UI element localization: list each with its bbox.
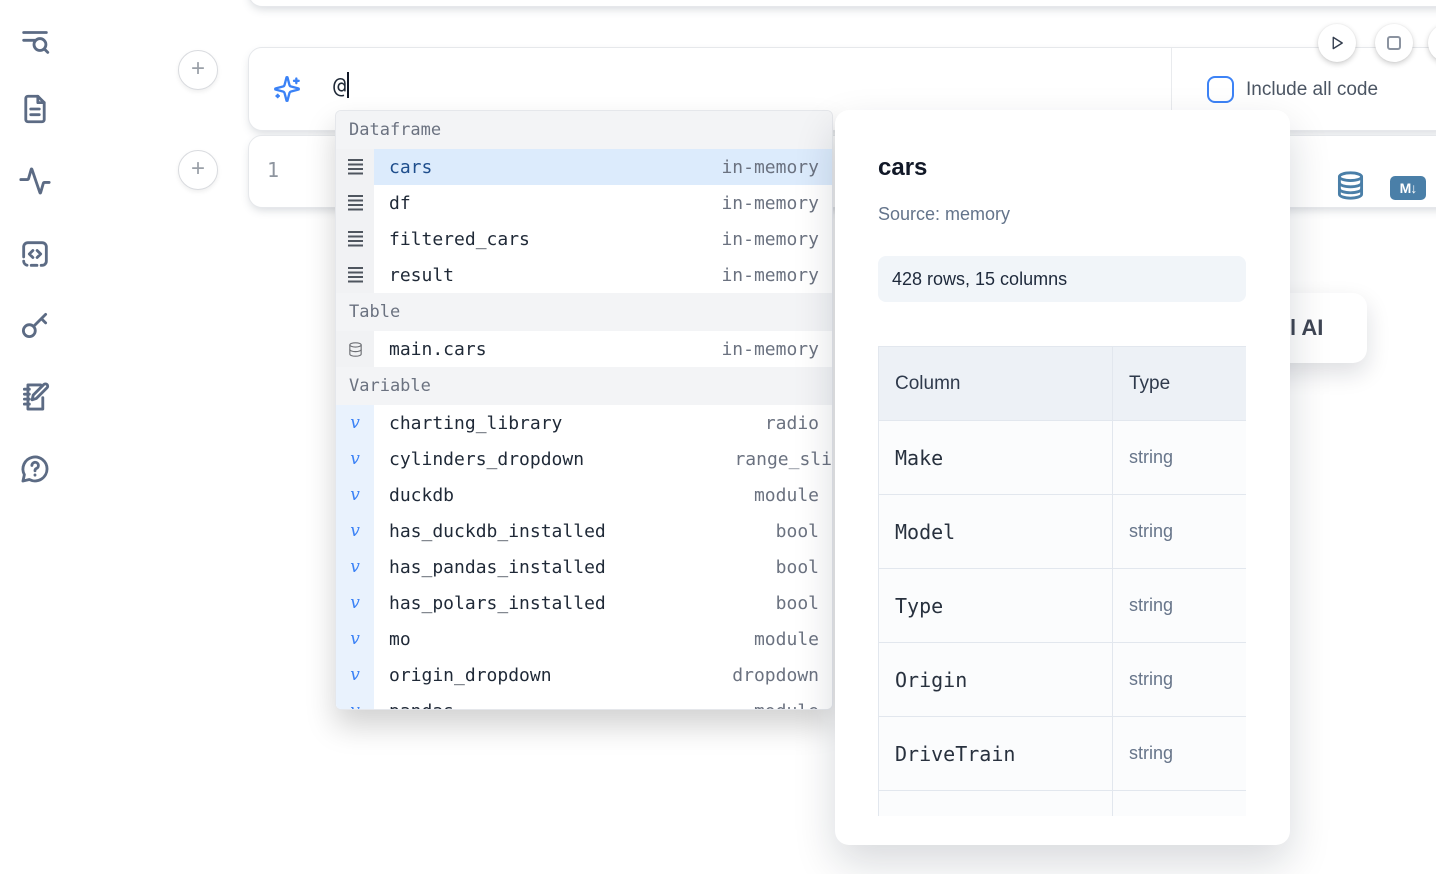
ai-prompt-input[interactable]: @ — [333, 72, 350, 106]
variable-icon: v — [350, 557, 360, 577]
run-cell-button[interactable] — [1318, 24, 1356, 62]
dataframe-icon — [347, 195, 363, 211]
autocomplete-item-df[interactable]: df in-memory — [336, 185, 832, 221]
variable-icon: v — [350, 629, 360, 649]
dataframe-icon — [347, 267, 363, 283]
autocomplete-item-result[interactable]: result in-memory — [336, 257, 832, 293]
rows-columns-badge: 428 rows, 15 columns — [878, 256, 1246, 302]
variable-icon: v — [350, 665, 360, 685]
panel-title: cars — [878, 154, 928, 181]
schema-header-type: Type — [1112, 346, 1246, 421]
autocomplete-item-duckdb[interactable]: v duckdb module — [336, 477, 832, 513]
include-all-code-checkbox[interactable] — [1207, 76, 1234, 103]
add-cell-button[interactable]: + — [178, 150, 218, 190]
dataframe-icon — [347, 231, 363, 247]
previous-cell[interactable] — [248, 0, 1436, 7]
schema-table: Column Type Make string Model string Typ… — [878, 346, 1246, 816]
autocomplete-item-has-pandas-installed[interactable]: v has_pandas_installed bool — [336, 549, 832, 585]
sidebar — [0, 0, 72, 874]
help-chat-icon[interactable] — [18, 452, 54, 488]
autocomplete-item-has-polars-installed[interactable]: v has_polars_installed bool — [336, 585, 832, 621]
datasource-icon[interactable] — [1335, 170, 1366, 201]
extra-run-button[interactable] — [1428, 24, 1436, 62]
schema-header-column: Column — [878, 346, 1113, 421]
variable-icon: v — [350, 521, 360, 541]
document-icon[interactable] — [18, 92, 54, 128]
stop-button[interactable] — [1375, 24, 1413, 62]
section-header-variable: Variable — [336, 367, 832, 405]
autocomplete-item-origin-dropdown[interactable]: v origin_dropdown dropdown — [336, 657, 832, 693]
include-all-code-label: Include all code — [1246, 79, 1379, 100]
ai-action-label: l AI — [1290, 315, 1324, 340]
line-number: 1 — [267, 158, 280, 182]
prompt-divider — [1171, 48, 1172, 130]
play-icon — [1332, 36, 1343, 50]
sparkles-icon — [273, 75, 301, 103]
section-header-table: Table — [336, 293, 832, 331]
schema-row: Model string — [878, 494, 1246, 569]
autocomplete-item-cylinders-dropdown[interactable]: v cylinders_dropdown range_sli — [336, 441, 832, 477]
autocomplete-popup: Dataframe cars in-memory df in-memory fi… — [335, 110, 833, 710]
stop-icon — [1387, 36, 1401, 50]
dataframe-icon — [347, 159, 363, 175]
notebook-edit-icon[interactable] — [18, 380, 54, 416]
autocomplete-item-has-duckdb-installed[interactable]: v has_duckdb_installed bool — [336, 513, 832, 549]
schema-row: Origin string — [878, 642, 1246, 717]
autocomplete-item-charting-library[interactable]: v charting_library radio — [336, 405, 832, 441]
panel-source: Source: memory — [878, 204, 1011, 224]
schema-row: Type string — [878, 568, 1246, 643]
key-icon[interactable] — [18, 308, 54, 344]
text-cursor — [347, 72, 350, 98]
autocomplete-item-filtered-cars[interactable]: filtered_cars in-memory — [336, 221, 832, 257]
variable-icon: v — [350, 449, 360, 469]
schema-row: Make string — [878, 420, 1246, 495]
list-search-icon[interactable] — [18, 24, 54, 60]
section-header-dataframe: Dataframe — [336, 111, 832, 149]
markdown-convert-icon[interactable]: M↓ — [1390, 176, 1426, 200]
dataframe-preview-panel: cars Source: memory 428 rows, 15 columns… — [835, 110, 1290, 845]
schema-row-clipped — [878, 790, 1246, 816]
add-cell-button[interactable]: + — [178, 50, 218, 90]
variable-icon: v — [350, 413, 360, 433]
autocomplete-item-clipped[interactable]: v pandas module — [336, 693, 832, 709]
autocomplete-item-mo[interactable]: v mo module — [336, 621, 832, 657]
variable-icon: v — [350, 701, 360, 709]
schema-row: DriveTrain string — [878, 716, 1246, 791]
code-block-icon[interactable] — [18, 237, 54, 273]
activity-icon[interactable] — [18, 164, 54, 200]
autocomplete-item-main-cars[interactable]: main.cars in-memory — [336, 331, 832, 367]
ai-prompt-value: @ — [333, 74, 347, 99]
autocomplete-item-cars[interactable]: cars in-memory — [336, 149, 832, 185]
variable-icon: v — [350, 593, 360, 613]
table-database-icon — [348, 341, 362, 357]
variable-icon: v — [350, 485, 360, 505]
